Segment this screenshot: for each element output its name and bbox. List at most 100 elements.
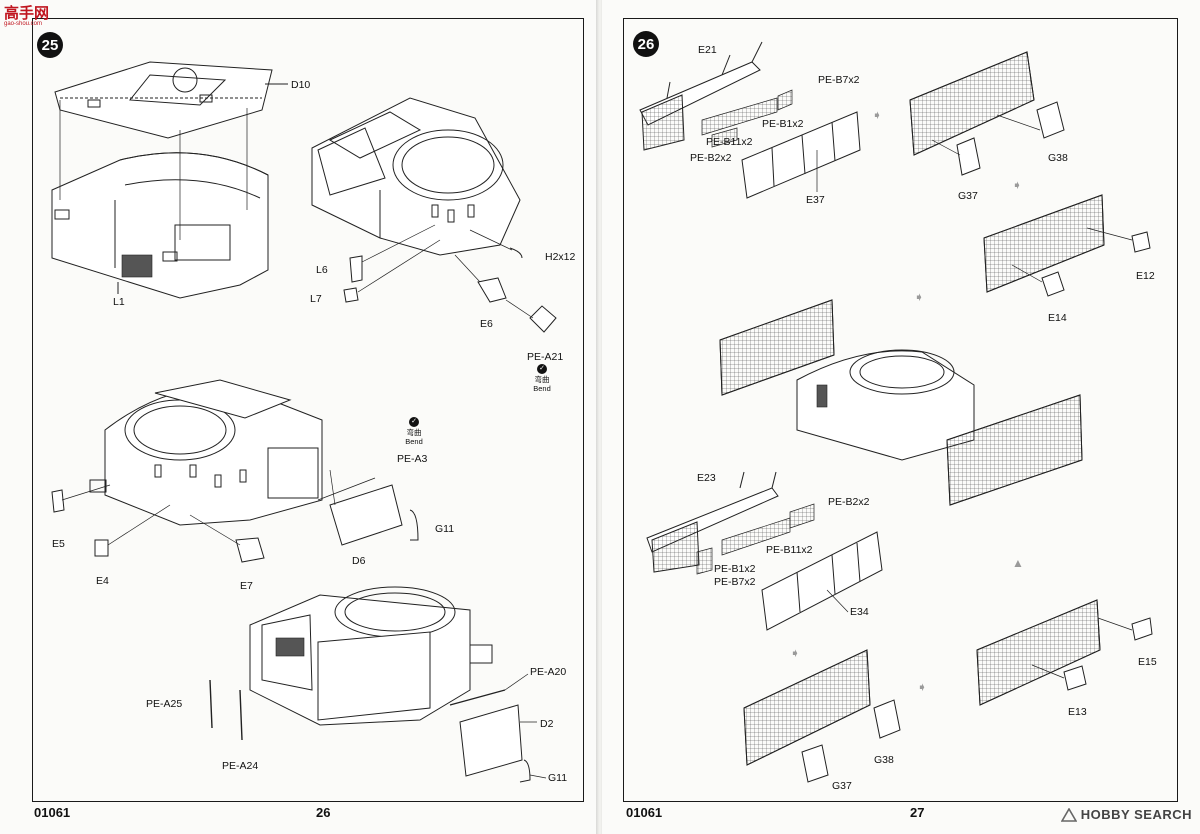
l6-leader <box>361 224 436 263</box>
label-g11: G11 <box>435 523 455 535</box>
part-l7-drawing <box>343 287 359 303</box>
step-arrow-left-1: ➧ <box>914 290 925 304</box>
basket-frame-e23-drawing <box>646 471 779 573</box>
label-l1: L1 <box>113 296 125 308</box>
pe-b7-mesh-a <box>777 89 793 111</box>
basket-assembly-right-bottom-drawing <box>976 599 1101 706</box>
watermark-chars: 高手网 <box>4 5 50 22</box>
basket-panel-e34-drawing <box>761 531 883 631</box>
basket-panel-e37-drawing <box>741 111 861 199</box>
label-pe-b11x2-a: PE-B11x2 <box>706 136 753 148</box>
part-e12-drawing <box>1131 231 1151 253</box>
e7-leader <box>189 514 241 546</box>
part-g11-drawing <box>409 509 419 541</box>
label-pe-b2x2-a: PE-B2x2 <box>690 152 732 164</box>
label-e4: E4 <box>96 575 109 587</box>
pe-a3-strip <box>317 477 376 501</box>
label-g37-b: G37 <box>832 780 852 792</box>
pe-b2-mesh-b <box>789 503 815 529</box>
part-e4-drawing <box>94 539 109 557</box>
label-e13: E13 <box>1068 706 1087 718</box>
h2x12-leader <box>469 229 513 251</box>
turret-assembly-bottom-drawing <box>249 586 493 726</box>
g38-leader-a <box>996 114 1041 131</box>
h2x12-part-drawing <box>509 247 523 259</box>
label-l6: L6 <box>316 264 328 276</box>
bend-icon: ✓ <box>409 417 419 427</box>
label-e21: E21 <box>698 44 717 56</box>
part-g38-drawing-b <box>873 699 901 739</box>
step-number-26: 26 <box>633 31 659 57</box>
e14-leader <box>1011 264 1043 283</box>
step-arrow-right-1: ➧ <box>872 108 883 122</box>
right-page-number: 27 <box>910 805 925 820</box>
bend-en-1: Bend <box>533 384 551 393</box>
watermark-url: gao-shou.com <box>4 21 43 27</box>
right-assembly-drawings <box>639 41 1153 783</box>
pe-a20-leader <box>504 673 529 691</box>
part-g38-drawing-a <box>1036 101 1065 139</box>
hobby-search-brand: HOBBY SEARCH <box>1080 807 1192 822</box>
part-pe-a21-drawing <box>529 305 557 333</box>
e6-leader <box>454 254 481 283</box>
basket-assembly-left-bottom-drawing <box>743 649 871 766</box>
label-e14: E14 <box>1048 312 1067 324</box>
label-pe-b11x2-b: PE-B11x2 <box>766 544 813 556</box>
part-g11b-drawing <box>519 759 531 783</box>
part-e14-drawing <box>1041 271 1065 297</box>
left-page-frame <box>32 18 584 802</box>
label-pe-a24: PE-A24 <box>222 760 259 772</box>
label-pe-b1x2-a: PE-B1x2 <box>762 118 804 130</box>
part-g37-drawing-b <box>801 744 829 783</box>
step-arrow-right-2: ➧ <box>917 680 928 694</box>
bend-note-1: ✓ 弯曲 Bend <box>528 364 556 393</box>
pe-b11-mesh-b <box>721 517 791 556</box>
right-page: 26 <box>602 0 1200 834</box>
left-footer-code: 01061 <box>34 805 71 820</box>
label-d10: D10 <box>291 79 311 91</box>
book-gutter <box>596 0 604 834</box>
left-page-number: 26 <box>316 805 331 820</box>
part-e7-drawing <box>235 537 265 563</box>
right-footer-code: 01061 <box>626 805 663 820</box>
label-pe-b7x2-a: PE-B7x2 <box>818 74 860 86</box>
part-d2-drawing <box>459 704 523 777</box>
label-e15: E15 <box>1138 656 1157 668</box>
turret-assembly-mid-drawing <box>89 379 323 526</box>
pe-a25-strip <box>209 679 213 729</box>
label-e23: E23 <box>697 472 716 484</box>
label-g37-a: G37 <box>958 190 978 202</box>
part-d6-drawing <box>329 484 403 546</box>
part-e6-drawing <box>477 277 507 303</box>
part-e13-drawing <box>1063 665 1087 691</box>
label-h2x12: H2x12 <box>545 251 576 263</box>
label-e6: E6 <box>480 318 493 330</box>
label-g38-b: G38 <box>874 754 894 766</box>
step-arrow-down-left-1: ➧ <box>1012 178 1023 192</box>
pe-b2-mesh-a <box>711 127 738 148</box>
label-d2: D2 <box>540 718 554 730</box>
d6-guide <box>329 469 336 506</box>
label-g11-b: G11 <box>548 772 568 784</box>
e34-leader <box>826 589 849 613</box>
pe-b11-mesh-a <box>701 97 778 136</box>
label-pe-b1x2-b: PE-B1x2 <box>714 563 756 575</box>
l7-leader <box>357 239 441 293</box>
hobby-search-logo-icon <box>1060 807 1077 822</box>
part-e5-drawing <box>51 489 65 513</box>
e5-leader <box>61 484 111 501</box>
step-number-25: 25 <box>37 32 63 58</box>
label-e5: E5 <box>52 538 65 550</box>
turret-with-baskets-drawing <box>719 299 1083 506</box>
basket-frame-e21-drawing <box>639 41 763 151</box>
label-e34: E34 <box>850 606 869 618</box>
label-e37: E37 <box>806 194 825 206</box>
left-assembly-drawings <box>51 61 557 783</box>
step-arrow-left-2: ➧ <box>790 646 801 660</box>
turret-assembly-top-drawing <box>311 97 521 256</box>
pe-b7-mesh-b <box>696 547 713 575</box>
label-l7: L7 <box>310 293 322 305</box>
bend-icon: ✓ <box>537 364 547 374</box>
label-pe-a3: PE-A3 <box>397 453 428 465</box>
